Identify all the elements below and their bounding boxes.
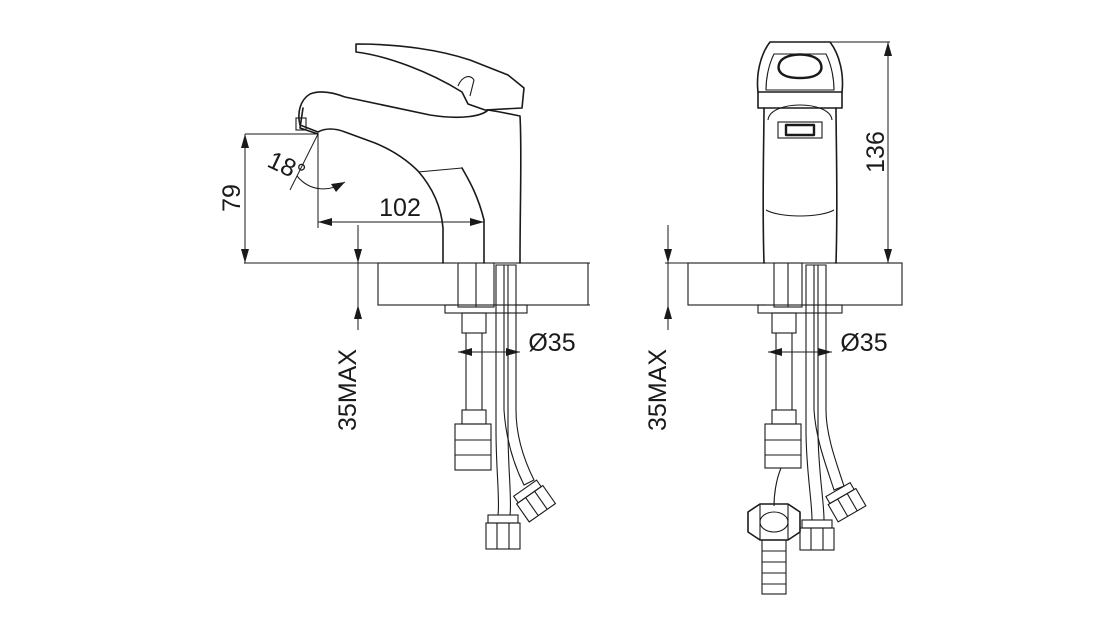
dimension-hole-side: Ø35 (458, 329, 576, 357)
dim-label-79: 79 (218, 184, 246, 212)
dimension-angle: 18° (263, 133, 346, 228)
countertop-front (665, 262, 903, 306)
dim-label-hole-front: Ø35 (840, 329, 887, 357)
mounting-front (757, 262, 843, 469)
front-view: 136 35MAX Ø35 (644, 41, 903, 595)
braided-hoses-side (485, 264, 557, 550)
countertop-side (244, 262, 590, 306)
dimension-35max-front: 35MAX (644, 225, 672, 431)
dim-label-102: 102 (379, 194, 421, 222)
braided-hoses-front (799, 264, 867, 551)
dimension-hole-front: Ø35 (768, 329, 888, 357)
hex-connector-front (747, 467, 801, 595)
side-view: 79 18° 102 35MAX Ø35 (218, 43, 590, 550)
dimension-79: 79 (218, 133, 318, 263)
dim-label-35max-side: 35MAX (334, 349, 362, 431)
lever-handle-side (355, 43, 525, 111)
lever-handle-front (756, 41, 844, 93)
faucet-body-front (757, 91, 843, 264)
dimension-35max-side: 35MAX (334, 225, 362, 431)
dim-label-35max-front: 35MAX (644, 349, 672, 431)
dim-label-hole-side: Ø35 (528, 329, 575, 357)
dimension-102: 102 (318, 194, 484, 226)
dim-label-136: 136 (862, 131, 890, 173)
dimension-136: 136 (830, 41, 892, 263)
faucet-body-side (295, 91, 522, 264)
mounting-side (444, 262, 528, 471)
